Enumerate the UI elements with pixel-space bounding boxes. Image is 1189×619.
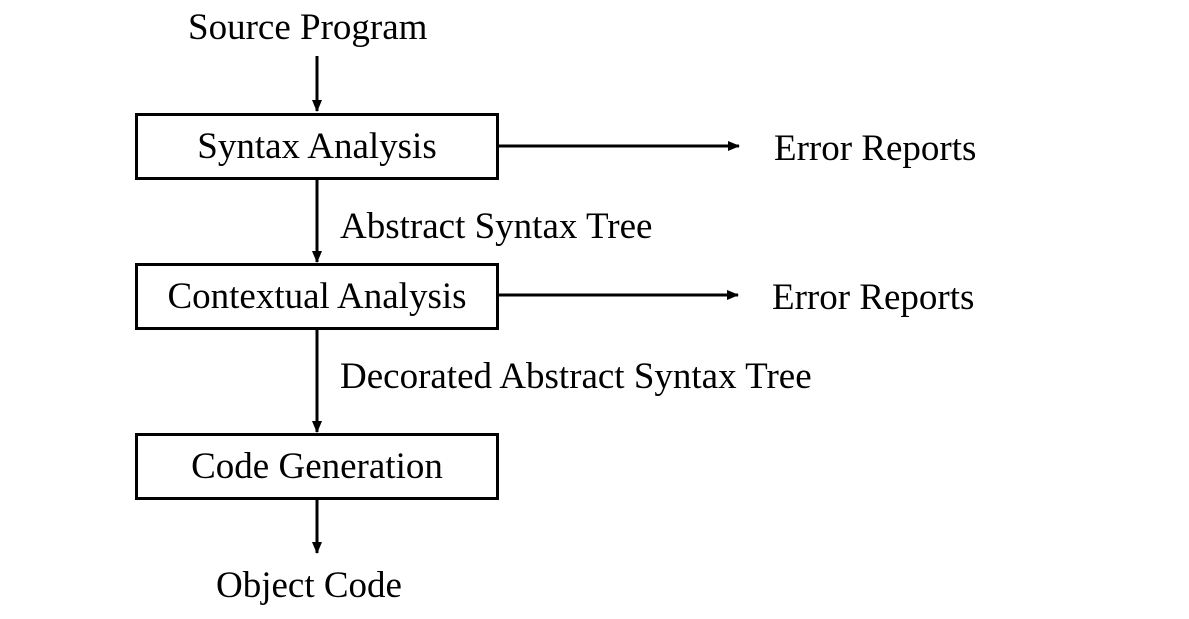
syntax-analysis-box: Syntax Analysis [135, 113, 499, 180]
code-generation-box: Code Generation [135, 433, 499, 500]
syntax-analysis-label: Syntax Analysis [197, 126, 437, 167]
code-generation-label: Code Generation [191, 446, 443, 487]
contextual-analysis-box: Contextual Analysis [135, 263, 499, 330]
abstract-syntax-tree-label: Abstract Syntax Tree [340, 206, 653, 247]
syntax-error-reports-label: Error Reports [774, 128, 977, 169]
object-code-label: Object Code [216, 565, 402, 606]
contextual-analysis-label: Contextual Analysis [167, 276, 467, 317]
decorated-abstract-syntax-tree-label: Decorated Abstract Syntax Tree [340, 356, 812, 397]
source-program-label: Source Program [188, 7, 428, 48]
contextual-error-reports-label: Error Reports [772, 277, 975, 318]
